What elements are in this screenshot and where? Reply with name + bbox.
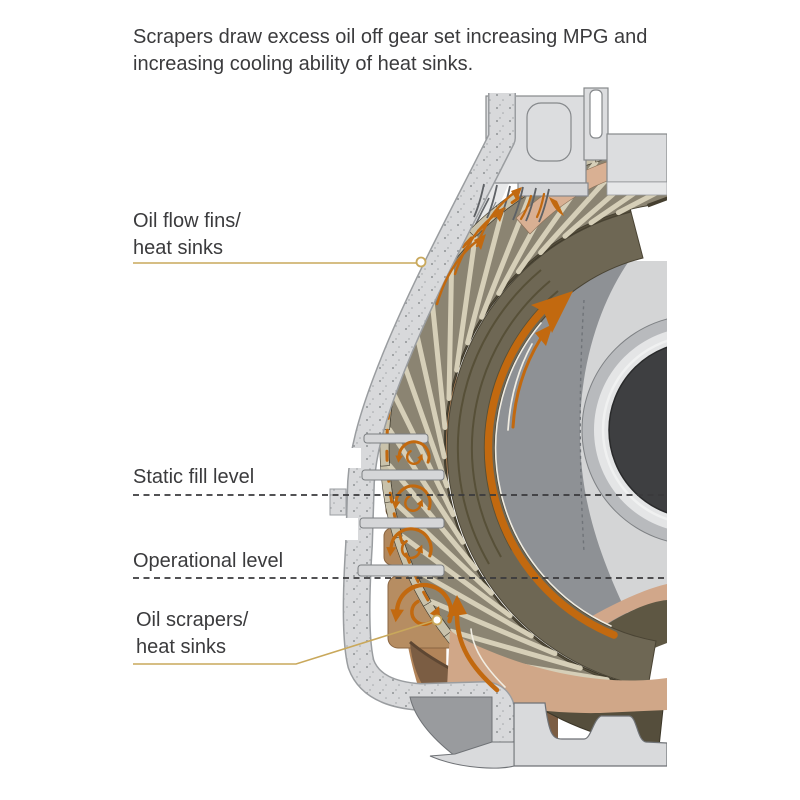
- wall-boss-texture: [330, 489, 346, 515]
- cutaway-drawing: [329, 87, 667, 769]
- wall-notch: [342, 518, 358, 540]
- label-oil-flow-fins: Oil flow fins/ heat sinks: [133, 210, 241, 259]
- oil-flow-fins: [473, 183, 550, 223]
- bottom-flange: [513, 702, 667, 767]
- leader-dot-oil-flow-fins: [415, 256, 427, 268]
- sump-splash-arrow: [454, 609, 500, 693]
- bolt-hole-slot: [589, 89, 603, 139]
- case-edge-stitch-line: [579, 299, 585, 553]
- wall-notch: [344, 448, 361, 468]
- fin-oil-streaks: [519, 192, 564, 221]
- scraper-swirl-arrows: [386, 440, 454, 626]
- gear-rim: [446, 211, 657, 688]
- scraper-fins: [357, 433, 445, 577]
- bottom-flange-lobe: [429, 741, 515, 769]
- leader-dot-oil-scrapers: [431, 614, 443, 626]
- leader-line-oil-scrapers: [133, 620, 434, 665]
- caption-line-1: Scrapers draw excess oil off gear set in…: [133, 26, 648, 48]
- label-oil-scrapers: Oil scrapers/ heat sinks: [136, 609, 249, 658]
- housing-top-casting: [485, 87, 667, 197]
- caption-line-2: increasing cooling ability of heat sinks…: [133, 53, 474, 75]
- caption: Scrapers draw excess oil off gear set in…: [133, 24, 693, 78]
- big-arrow-head: [531, 291, 573, 333]
- annotation-lines: [133, 256, 667, 665]
- bearing-bore: [581, 318, 667, 542]
- oil-flow-arrows: [435, 187, 618, 693]
- label-operational-level: Operational level: [133, 550, 284, 572]
- housing-wall: [342, 93, 517, 753]
- label-static-fill-level: Static fill level: [133, 466, 255, 488]
